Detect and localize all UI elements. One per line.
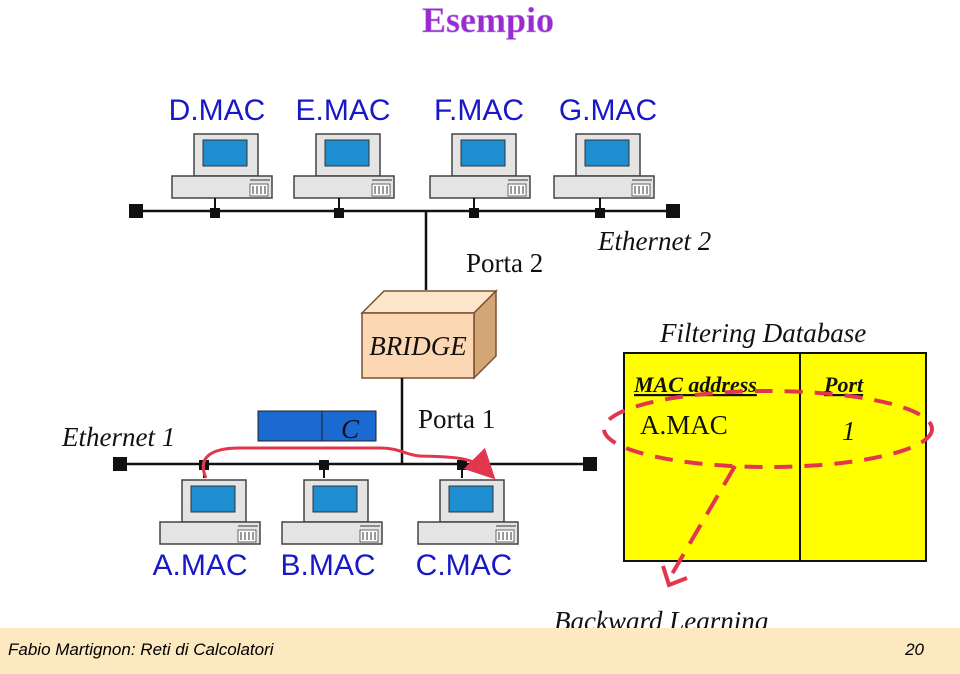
host-label-g: G.MAC (559, 94, 657, 127)
computer-icon (293, 133, 395, 199)
computer-icon (553, 133, 655, 199)
frame-destination-label: C (341, 414, 360, 444)
page-title: Esempio (422, 0, 554, 40)
ethernet2-label: Ethernet 2 (597, 226, 711, 256)
new-entry-highlight (602, 389, 934, 469)
ethernet1-bus (113, 457, 597, 478)
ethernet1-label: Ethernet 1 (61, 422, 175, 452)
frame-packet (257, 410, 377, 442)
host-label-f: F.MAC (434, 94, 524, 127)
footer-bar (0, 628, 960, 674)
host-label-c: C.MAC (416, 549, 513, 582)
computer-icon (429, 133, 531, 199)
computer-icon (281, 479, 383, 545)
bridge-box (360, 289, 498, 380)
backward-learning-arrow (661, 464, 737, 588)
page-number: 20 (905, 640, 924, 659)
filtering-db-cell-mac: A.MAC (640, 410, 728, 440)
host-label-a: A.MAC (152, 549, 247, 582)
filtering-db-title: Filtering Database (659, 318, 866, 348)
bridge-label: BRIDGE (369, 331, 467, 361)
filtering-db-cell-port: 1 (842, 416, 856, 446)
computer-icon (417, 479, 519, 545)
host-label-b: B.MAC (280, 549, 375, 582)
footer-author: Fabio Martignon: Reti di Calcolatori (8, 640, 274, 659)
computer-icon (171, 133, 273, 199)
computer-icon (159, 479, 261, 545)
ethernet2-bus (129, 198, 680, 218)
porta2-label: Porta 2 (466, 248, 543, 278)
host-label-e: E.MAC (295, 94, 390, 127)
host-label-d: D.MAC (169, 94, 266, 127)
frame-path-arrow (201, 446, 496, 480)
porta1-label: Porta 1 (418, 404, 495, 434)
